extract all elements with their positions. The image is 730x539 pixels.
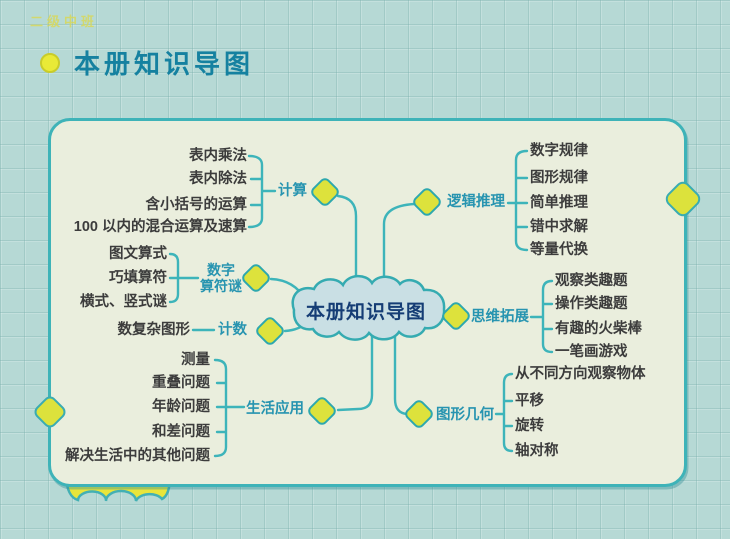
leaf-item: 横式、竖式谜	[80, 294, 167, 310]
leaf-item: 数复杂图形	[117, 322, 191, 338]
leaf-item: 巧填算符	[109, 270, 167, 286]
leaf-item: 解决生活中的其他问题	[65, 448, 210, 464]
diamond-icon-counting	[254, 315, 286, 347]
corner-watermark: 二级中班	[30, 14, 99, 29]
mindmap-canvas: 本册知识导图 表内乘法 表内除法 含小括号的运算 100 以内的混合运算及速算 …	[48, 118, 687, 487]
leaf-item: 一笔画游戏	[555, 344, 628, 360]
branch-label-geometry: 图形几何	[436, 407, 494, 423]
branch-label-calculation: 计算	[278, 183, 307, 199]
connector-calculation	[336, 194, 358, 288]
brace-logic	[506, 149, 529, 252]
center-cloud-shape	[291, 274, 446, 341]
connector-life	[336, 326, 374, 412]
diamond-icon-logic	[411, 186, 443, 218]
leaf-item: 有趣的火柴棒	[555, 321, 642, 337]
brace-geometry	[494, 372, 514, 453]
bullet-dot-icon	[40, 52, 60, 73]
leaf-item: 图形规律	[530, 170, 588, 186]
leaf-item: 数字规律	[530, 143, 588, 159]
leaf-item: 年龄问题	[152, 399, 210, 415]
diamond-icon-life	[306, 395, 338, 427]
diamond-icon-number-puzzle	[240, 262, 272, 294]
leaf-item: 旋转	[515, 418, 544, 434]
sparkle-diamond-right-icon	[665, 181, 701, 217]
connector-logic	[382, 202, 416, 288]
sparkle-diamond-left-icon	[34, 396, 66, 428]
leaf-item: 图文算式	[109, 246, 167, 262]
leaf-item: 错中求解	[530, 219, 588, 235]
leaf-item: 从不同方向观察物体	[515, 366, 646, 382]
leaf-item: 观察类趣题	[555, 273, 628, 289]
page-title: 本册知识导图	[74, 49, 255, 79]
leaf-item: 简单推理	[530, 195, 588, 211]
leaf-item: 表内除法	[189, 171, 247, 187]
leaf-item: 和差问题	[152, 424, 210, 440]
branch-label-thinking: 思维拓展	[471, 309, 529, 325]
branch-label-line: 数字	[207, 262, 235, 278]
connector-lines	[269, 194, 416, 416]
branch-label-life: 生活应用	[246, 401, 304, 417]
brace-thinking	[529, 279, 554, 354]
leaf-item: 操作类趣题	[555, 296, 628, 312]
mindmap-connectors	[168, 149, 554, 458]
branch-label-counting: 计数	[218, 322, 247, 338]
leaf-item: 测量	[181, 352, 210, 368]
brace-life	[213, 358, 246, 458]
leaf-item: 轴对称	[515, 443, 559, 459]
leaf-item: 重叠问题	[152, 375, 210, 391]
branch-label-number-puzzle: 数字 算符谜	[199, 262, 243, 294]
mindmap-center-node: 本册知识导图	[305, 302, 426, 323]
diamond-icon-geometry	[403, 398, 435, 430]
mindmap-panel: 本册知识导图 表内乘法 表内除法 含小括号的运算 100 以内的混合运算及速算 …	[48, 118, 687, 487]
leaf-item: 等量代换	[530, 242, 588, 258]
leaf-item: 平移	[515, 393, 544, 409]
leaf-item: 表内乘法	[189, 148, 247, 164]
page-header: 本册知识导图	[40, 44, 254, 81]
branch-label-line: 算符谜	[200, 278, 242, 294]
branch-braces	[168, 149, 554, 458]
diamond-icon-thinking	[440, 300, 472, 332]
brace-number-puzzle	[168, 252, 200, 304]
branch-label-logic: 逻辑推理	[447, 194, 505, 210]
diamond-icon-calculation	[309, 176, 341, 208]
connector-geometry	[393, 326, 409, 416]
brace-calculation	[247, 154, 277, 229]
leaf-item: 含小括号的运算	[145, 197, 248, 213]
leaf-item: 100 以内的混合运算及速算	[73, 219, 247, 235]
